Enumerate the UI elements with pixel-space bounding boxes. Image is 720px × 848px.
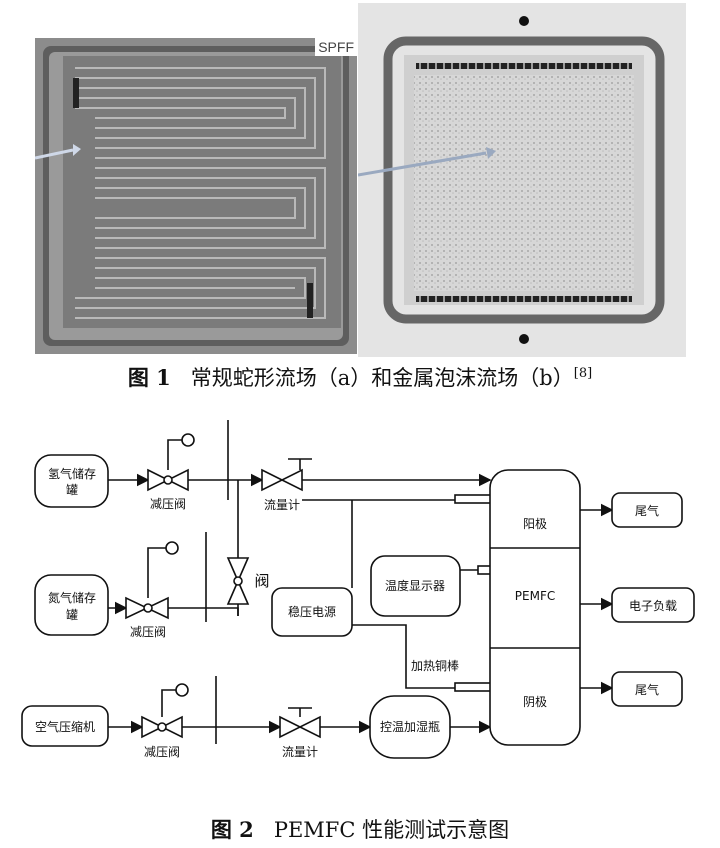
electronic-load-box [611,587,695,623]
figure1-caption: 图 1 常规蛇形流场（a）和金属泡沫流场（b）[8] [0,362,720,392]
humidifier-box [369,695,451,759]
spff-label: SPFF [315,38,357,56]
electronic-load-label: 电子负载 [629,599,677,613]
exhaust-label-2: 尾气 [635,682,659,697]
temperature-display-label: 温度显示器 [385,578,445,593]
pemfc-test-schematic: 氢气储存 罐 氮气储存 罐 空气压缩机 减压阀 减压阀 减压阀 流量计 流量计 … [21,420,695,759]
nitrogen-tank-label-1: 氮气储存 [48,590,96,605]
temperature-display-box [370,555,461,617]
flowmeter-label-1: 流量计 [264,498,300,512]
exhaust-box-1 [611,492,683,528]
reducer-valve-label-3: 减压阀 [144,745,180,759]
valve-label: 阀 [254,572,269,590]
pemfc-stack [489,469,581,746]
air-compressor-box [21,705,109,747]
reducer-valve-label-1: 减压阀 [150,497,186,511]
nitrogen-tank-label-2: 罐 [66,608,78,622]
humidifier-label: 控温加湿瓶 [380,719,440,734]
serpentine-flow-field-drawing [35,38,357,354]
figure1-caption-text: 常规蛇形流场（a）和金属泡沫流场（b） [190,366,574,390]
flowmeter-label-2: 流量计 [282,745,318,759]
cathode-label: 阴极 [523,695,547,709]
figure2-caption: 图 2 PEMFC 性能测试示意图 [0,814,720,844]
air-compressor-label: 空气压缩机 [35,719,95,734]
serpentine-flow-field-photo: SPFF [35,38,357,354]
hydrogen-tank-label-1: 氢气储存 [48,466,96,481]
metal-foam-flow-field-drawing [358,3,686,357]
metal-foam-flow-field-photo [358,3,686,357]
figure1-number: 图 1 [127,365,171,390]
exhaust-label-1: 尾气 [635,503,659,518]
reducer-valve-label-2: 减压阀 [130,625,166,639]
anode-label: 阳极 [523,517,547,531]
figure2-number: 图 2 [210,817,254,842]
power-supply-label: 稳压电源 [288,604,336,619]
hydrogen-tank-label-2: 罐 [66,483,78,497]
power-supply-box [271,587,353,637]
pemfc-label: PEMFC [515,589,555,603]
heater-rod-label: 加热铜棒 [411,658,459,673]
exhaust-box-2 [611,671,683,707]
figure2-caption-text: PEMFC 性能测试示意图 [273,818,510,842]
figure1-reference: [8] [573,366,593,381]
nitrogen-tank-box [34,574,109,636]
hydrogen-tank-box [34,454,109,508]
